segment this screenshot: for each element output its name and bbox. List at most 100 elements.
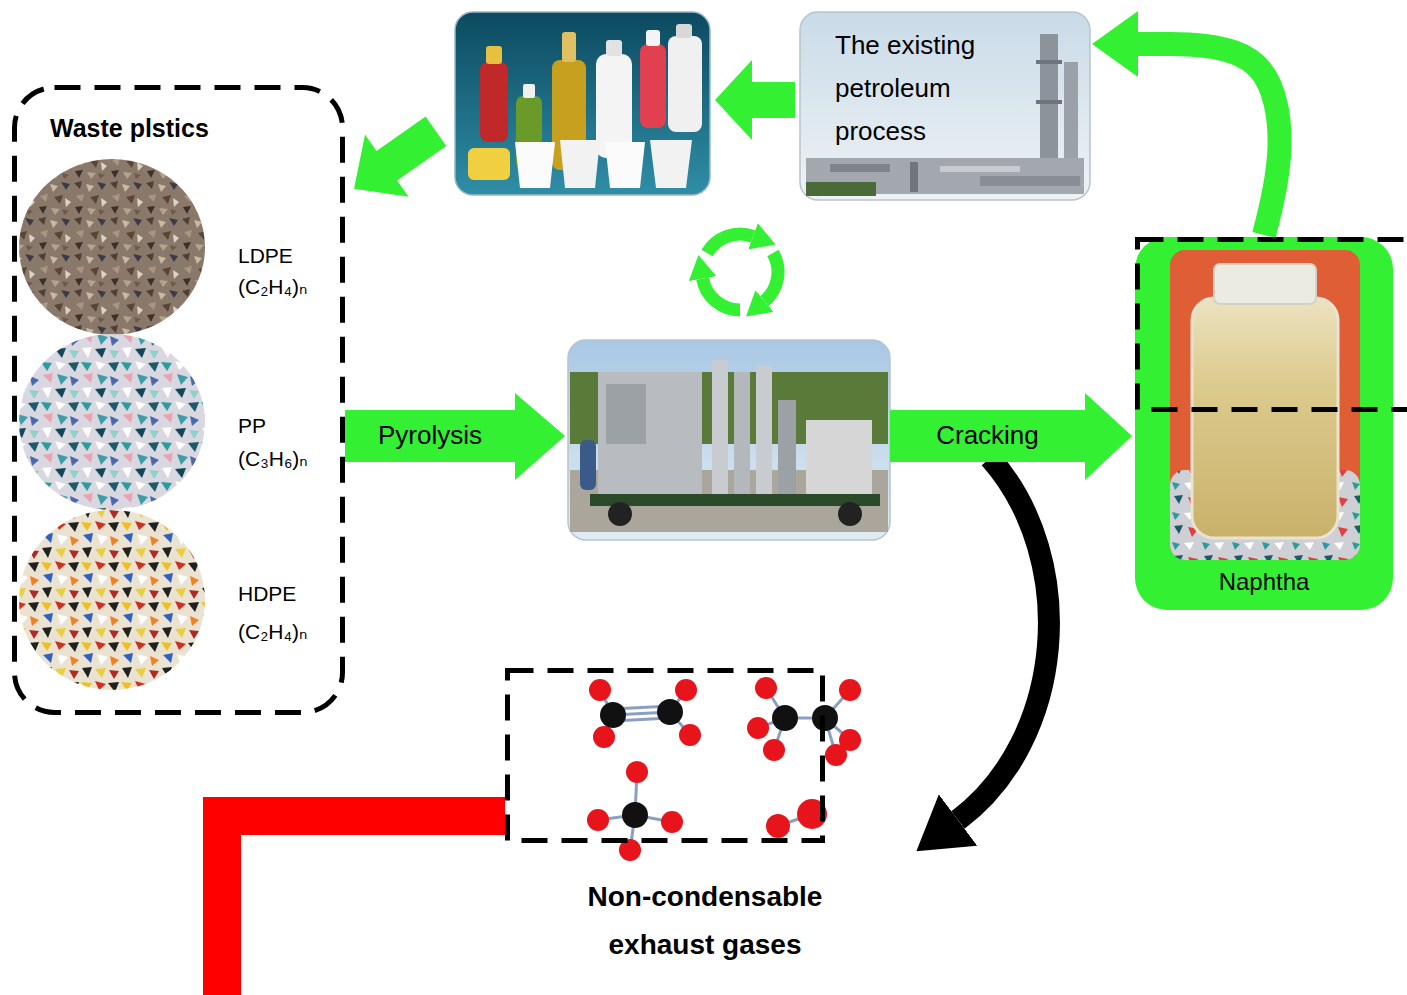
dashed-outline xyxy=(1135,237,1407,412)
node-label: PP xyxy=(238,413,266,438)
gas-molecules xyxy=(812,705,838,731)
pyrolysis-machine-photo xyxy=(608,502,632,526)
gas-molecules xyxy=(593,726,615,748)
pyrolysis-machine-photo xyxy=(568,340,890,540)
pyrolysis-machine-photo xyxy=(734,372,750,494)
gas-molecules xyxy=(600,699,838,828)
node-label: Waste plstics xyxy=(50,113,209,143)
dashed-outline xyxy=(505,668,825,843)
naphtha-panel xyxy=(1192,298,1338,538)
exhaust-gas-box: Non-condensable exhaust gases xyxy=(505,668,905,985)
gas-molecules xyxy=(766,814,790,838)
refinery-photo xyxy=(1036,100,1062,104)
curved-flow-arrow xyxy=(1138,44,1280,235)
gas-molecules xyxy=(587,809,609,831)
bottles-photo xyxy=(606,40,622,56)
naphtha-panel xyxy=(1170,250,1360,560)
bottles-photo xyxy=(640,44,666,128)
refinery-photo xyxy=(806,182,876,196)
bottles-photo xyxy=(668,36,702,132)
pyrolysis-machine-photo xyxy=(580,440,596,490)
plastic-sample: PP (C₃H₆)ₙ xyxy=(20,335,340,510)
bottles-photo xyxy=(562,32,576,62)
pyrolysis-machine-photo xyxy=(778,400,796,494)
refinery-to-bottles-arrow xyxy=(715,60,795,140)
plastic-sample: HDPE(C₂H₄)ₙ xyxy=(20,510,340,690)
refinery-photo xyxy=(800,12,1090,200)
gas-molecules xyxy=(839,679,861,701)
exhaust-arrow xyxy=(958,458,1049,820)
bottles-photo xyxy=(560,140,600,188)
pyrolysis-machine-photo xyxy=(590,494,880,506)
gas-molecules xyxy=(763,739,785,761)
gas-molecules xyxy=(772,705,798,731)
gas-molecules xyxy=(587,677,861,861)
pyrolysis-machine-photo xyxy=(598,372,702,494)
dashed-group-box: LDPE(C₂H₄)ₙPP(C₃H₆)ₙHDPE(C₂H₄)ₙWaste pls… xyxy=(12,85,345,715)
gas-molecules xyxy=(589,679,611,701)
refinery-photo xyxy=(830,164,890,172)
node-label: The existing petroleum process xyxy=(835,24,1035,153)
dashed-outline xyxy=(15,88,343,713)
bottles-photo xyxy=(523,84,535,98)
plastic-sample: LDPE (C₂H₄)ₙ xyxy=(20,160,340,335)
gas-molecules xyxy=(661,811,683,833)
refinery-photo xyxy=(910,162,918,192)
gas-molecules xyxy=(755,677,777,699)
red-bracket-line xyxy=(222,816,505,995)
node-label: (C₂H₄)ₙ xyxy=(238,274,307,299)
ldpe-photo xyxy=(19,159,205,335)
gas-molecules xyxy=(598,688,850,850)
recycle-symbol xyxy=(703,279,740,310)
node-label: (C₃H₆)ₙ xyxy=(238,446,308,471)
gas-molecules xyxy=(679,724,701,746)
bottles-photo xyxy=(646,30,660,46)
bottles-photo xyxy=(468,148,510,180)
recycle-symbol xyxy=(707,234,753,253)
node-label: Non-condensable exhaust gases xyxy=(505,873,905,969)
bottles-photo xyxy=(486,46,502,64)
naphtha-panel xyxy=(1214,264,1316,304)
refinery-photo xyxy=(1036,60,1062,64)
hdpe-photo xyxy=(19,510,205,690)
bottles-photo xyxy=(515,142,555,188)
cracking-arrow xyxy=(890,393,1132,480)
bottles-to-waste-arrow xyxy=(332,100,458,220)
gas-molecules xyxy=(600,702,626,728)
pyrolysis-machine-photo xyxy=(806,420,872,494)
recycle-symbol xyxy=(764,253,778,301)
pp-photo xyxy=(19,334,205,510)
bottles-photo xyxy=(650,140,692,188)
refinery-photo xyxy=(980,176,1080,186)
node-label: (C₂H₄)ₙ xyxy=(238,619,307,644)
flow-arrows xyxy=(332,60,1132,480)
pyrolysis-machine-photo xyxy=(568,340,890,540)
pyrolysis-arrow xyxy=(345,393,565,480)
naphtha-panel xyxy=(1135,237,1393,610)
process-step-label: Cracking xyxy=(890,420,1085,451)
pyrolysis-machine-photo xyxy=(756,366,772,494)
gas-molecules xyxy=(587,677,861,861)
naphtha-box: Naphtha xyxy=(1135,237,1393,610)
gas-molecules xyxy=(675,679,697,701)
node-label: LDPE xyxy=(238,243,293,268)
recycle-symbol xyxy=(703,234,778,310)
bottles-photo xyxy=(480,62,508,142)
gas-molecules xyxy=(622,802,648,828)
bottles-photo xyxy=(605,142,645,188)
plastic-photos xyxy=(19,159,205,690)
dashed-outline xyxy=(1138,240,1407,410)
bottles-photo xyxy=(455,12,710,195)
gas-molecules xyxy=(626,761,648,783)
dashed-outline xyxy=(508,671,823,841)
process-step-label: Pyrolysis xyxy=(345,420,515,451)
refinery-photo xyxy=(800,12,1090,200)
bottles-photo xyxy=(676,24,692,38)
gas-molecules xyxy=(657,699,683,725)
naphtha-panel xyxy=(1135,237,1393,610)
pyrolysis-machine-photo xyxy=(712,360,728,494)
refinery-photo xyxy=(940,166,1020,172)
